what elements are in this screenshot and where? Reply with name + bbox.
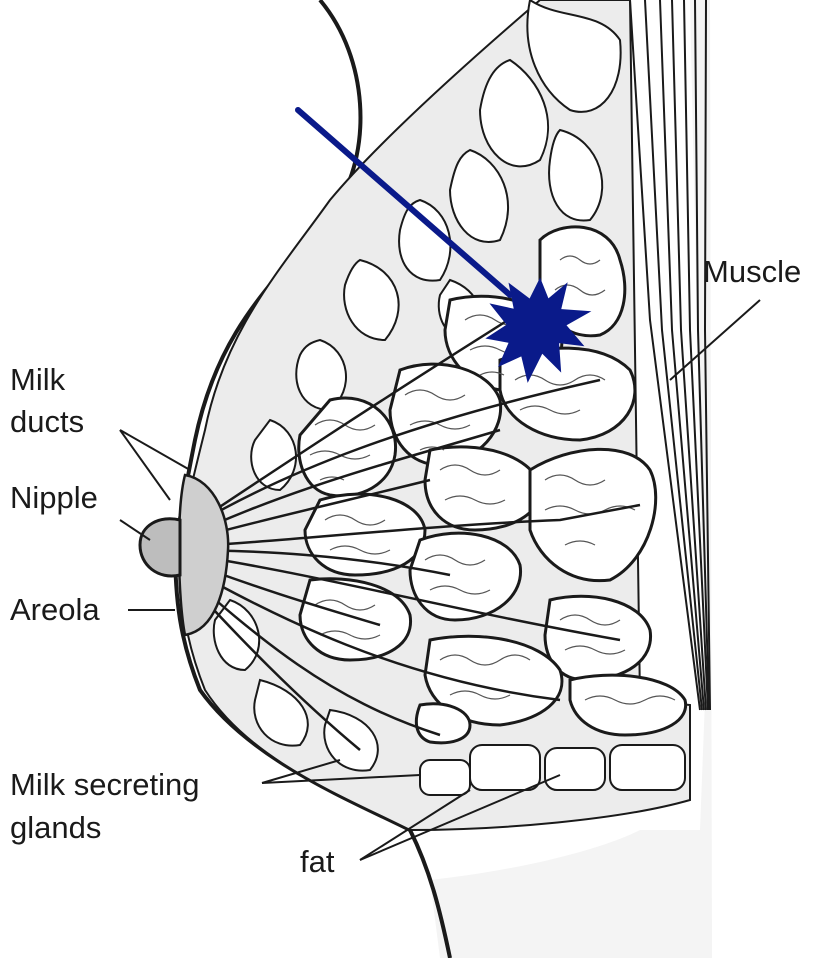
muscle-leader [670,300,760,380]
milk-ducts-label-line2: ducts [10,404,84,439]
glands-label-line2: glands [10,810,101,845]
nipple [140,519,180,576]
milk-ducts-label-line1: Milk [10,362,66,397]
milk-ducts-leader-2 [120,430,170,500]
areola-label: Areola [10,592,100,627]
fat-label: fat [300,844,335,879]
nipple-label: Nipple [10,480,98,515]
glands-label-line1: Milk secreting [10,767,200,802]
milk-ducts-leader-1 [120,430,190,470]
muscle-label: Muscle [703,254,801,289]
